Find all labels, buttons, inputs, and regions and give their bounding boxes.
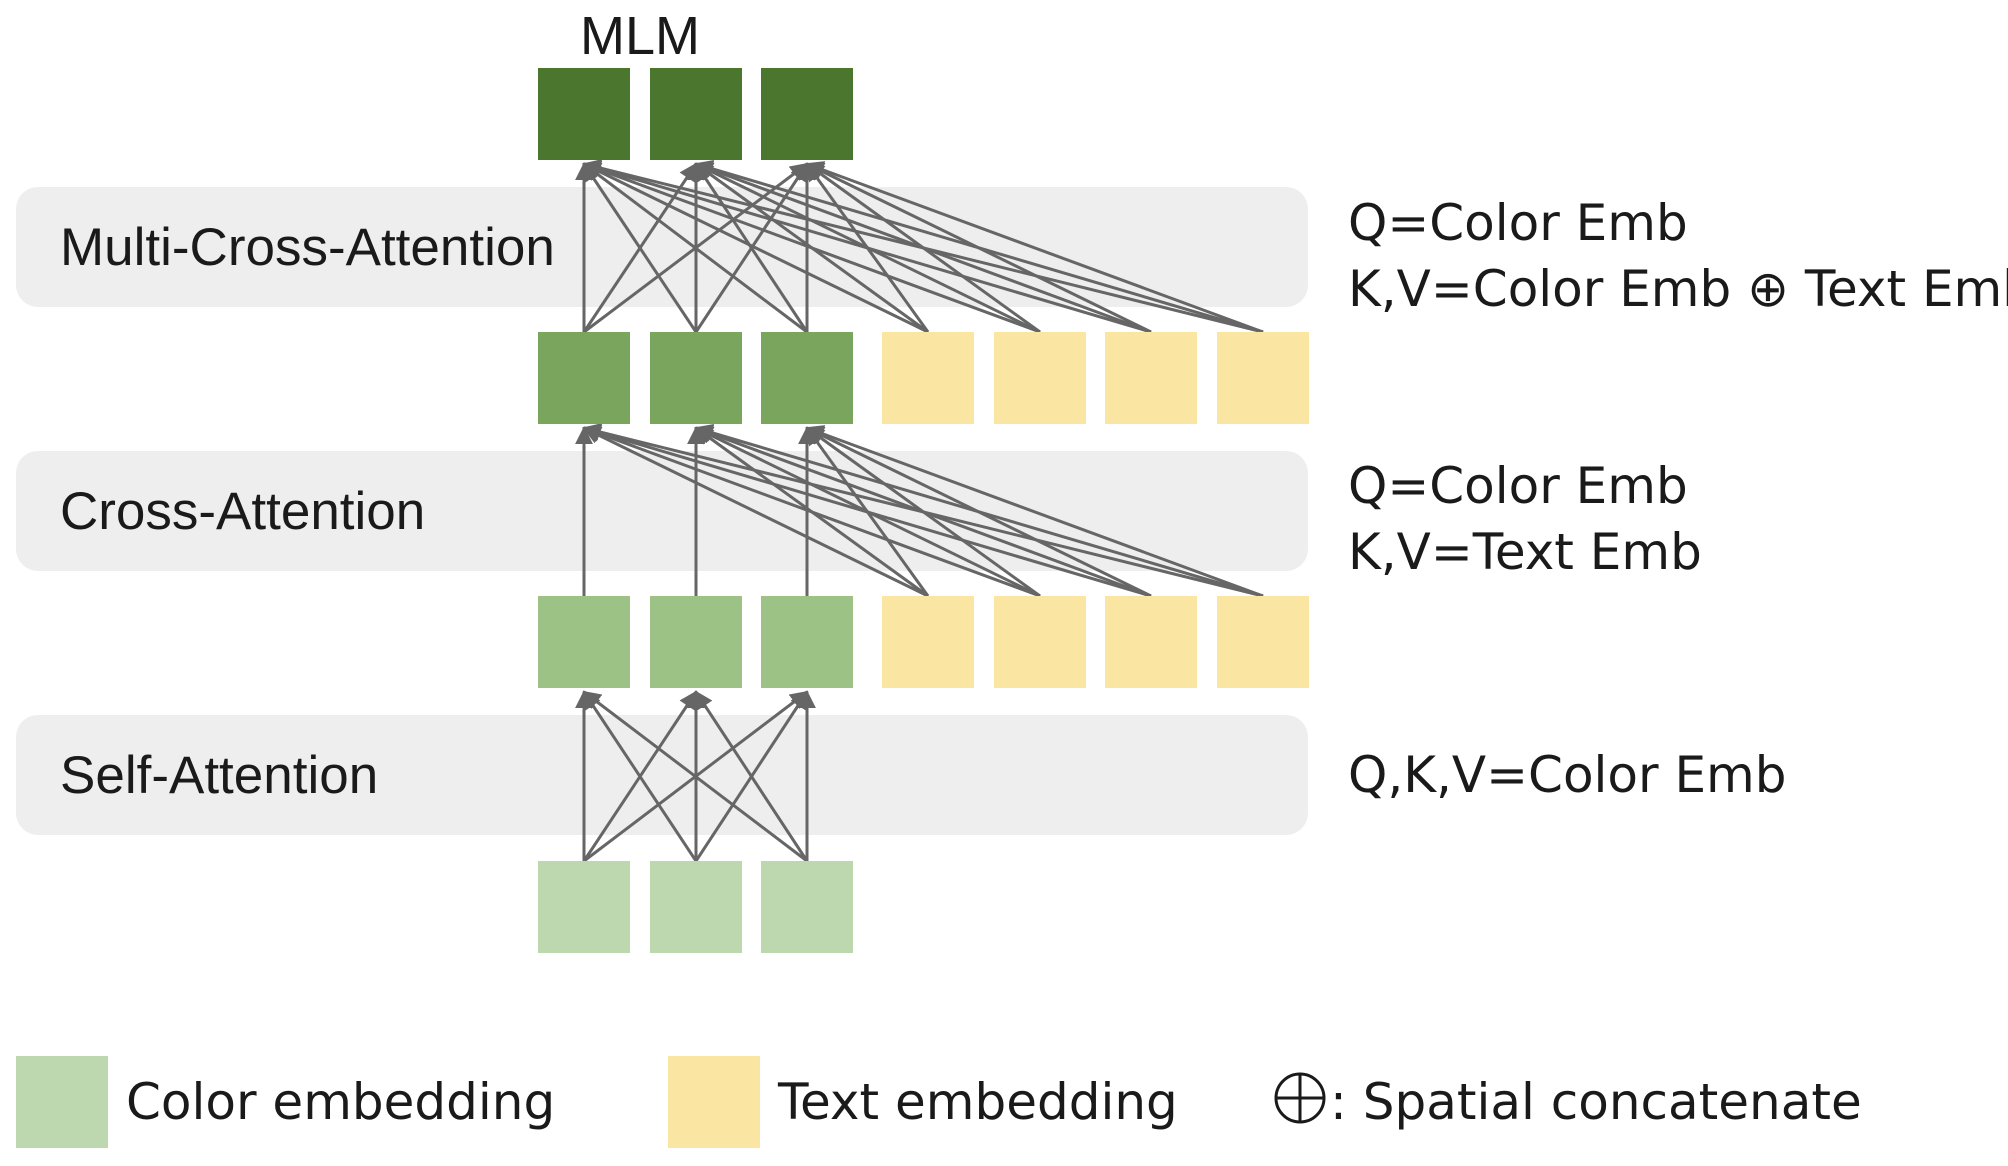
text-embedding-token — [1105, 596, 1197, 688]
mlm-output-token — [538, 68, 630, 160]
text-embedding-token — [1105, 332, 1197, 424]
multi-cross-attention-label: Multi-Cross-Attention — [60, 218, 555, 277]
text-embedding-token — [882, 332, 974, 424]
text-embedding-token — [994, 596, 1086, 688]
mlm-output-token — [650, 68, 742, 160]
multi-cross-attention-keyvalue-desc: K,V=Color Emb ⊕ Text Emb — [1348, 260, 2008, 318]
cross-attention-keyvalue-desc: K,V=Text Emb — [1348, 523, 1702, 581]
cross-attention-connection — [805, 425, 1264, 598]
cross-attention-query-desc: Q=Color Emb — [1348, 457, 1688, 515]
multi-cross-attention-connection — [582, 162, 808, 334]
multi-cross-attention-connection — [582, 161, 1041, 334]
legend-color-embedding-label: Color embedding — [126, 1073, 555, 1131]
color-embedding-token-level1 — [538, 596, 630, 688]
token-rows — [538, 68, 1309, 953]
self-attention-panel — [16, 715, 1308, 835]
multi-cross-attention-connection — [582, 159, 1264, 334]
multi-cross-attention-query-desc: Q=Color Emb — [1348, 194, 1688, 252]
attention-connections — [575, 159, 1264, 863]
self-attention-label: Self-Attention — [60, 746, 378, 805]
legend-color-embedding-swatch — [16, 1056, 108, 1148]
cross-attention-connection — [582, 425, 1041, 598]
color-embedding-token-level1 — [650, 596, 742, 688]
mlm-output-token — [761, 68, 853, 160]
self-attention-connection — [582, 690, 698, 862]
self-attention-connection — [694, 690, 809, 862]
color-embedding-token-level2 — [650, 332, 742, 424]
color-embedding-token-level1 — [761, 596, 853, 688]
text-embedding-token — [1217, 596, 1309, 688]
color-embedding-token-level2 — [761, 332, 853, 424]
mlm-label: MLM — [580, 6, 700, 66]
color-embedding-token-level2 — [538, 332, 630, 424]
self-attention-qkv-desc: Q,K,V=Color Emb — [1348, 746, 1787, 804]
color-embedding-token-level0 — [761, 861, 853, 953]
legend-text-embedding-label: Text embedding — [777, 1073, 1178, 1131]
color-embedding-token-level0 — [650, 861, 742, 953]
cross-attention-connection — [582, 423, 1152, 598]
legend-concat-label: : Spatial concatenate — [1330, 1073, 1862, 1131]
cross-attention-panel — [16, 451, 1308, 571]
multi-cross-attention-panel — [16, 187, 1308, 307]
multi-cross-attention-connection — [805, 161, 1264, 334]
cross-attention-label: Cross-Attention — [60, 482, 425, 541]
multi-cross-attention-connection — [694, 159, 1264, 334]
text-embedding-token — [1217, 332, 1309, 424]
color-embedding-token-level0 — [538, 861, 630, 953]
multi-cross-attention-connection — [582, 162, 929, 334]
multi-cross-attention-connection — [582, 162, 698, 333]
concat-symbol-icon — [1274, 1072, 1326, 1124]
cross-attention-connection — [582, 426, 929, 598]
multi-cross-attention-connection — [582, 159, 1152, 334]
self-attention-connection — [582, 690, 808, 863]
cross-attention-connection — [694, 423, 1264, 598]
cross-attention-connection — [582, 423, 1264, 598]
text-embedding-token — [882, 596, 974, 688]
legend-text-embedding-swatch — [668, 1056, 760, 1148]
text-embedding-token — [994, 332, 1086, 424]
multi-cross-attention-connection — [694, 162, 809, 333]
